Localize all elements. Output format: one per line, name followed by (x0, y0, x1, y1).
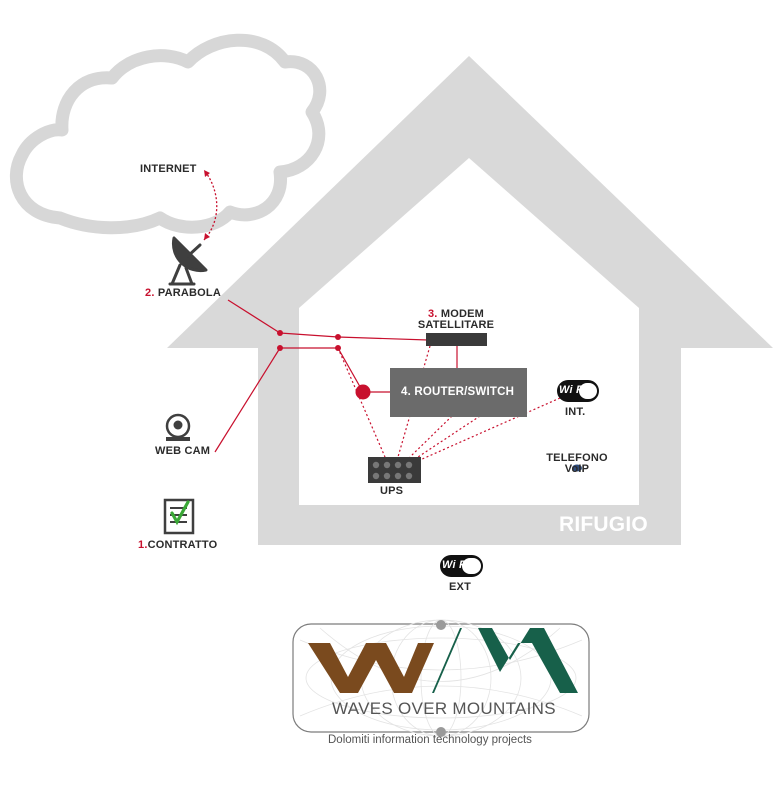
wifi-int-label: INT. (565, 406, 586, 418)
cloud-icon (9, 33, 327, 235)
contract-icon (163, 498, 195, 535)
contract-text: CONTRATTO (147, 539, 218, 551)
junction-dot (335, 345, 341, 351)
router-switch-label: 4. ROUTER/SWITCH (401, 386, 515, 398)
dotted-cabling (337, 345, 561, 461)
modem-text-line2: SATELLITARE (417, 319, 495, 331)
wifi-ext-label: EXT (449, 581, 471, 593)
logo-m-mark (432, 628, 578, 693)
voip-label: TELEFONO VoIP (541, 453, 613, 475)
parabola-step-number: 2. (145, 287, 155, 299)
building-label: RIFUGIO (559, 513, 648, 536)
parabola-text: PARABOLA (157, 287, 221, 299)
logo-panel (292, 619, 590, 737)
wifi-int-logo-text: Wi Fi (559, 384, 587, 396)
satellite-dish-icon (168, 236, 208, 286)
wifi-ext-logo-text: Wi Fi (442, 559, 470, 571)
router-switch-box (390, 368, 527, 417)
modem-device (426, 333, 487, 346)
power-node (355, 384, 371, 400)
junction-dot (335, 334, 341, 340)
internet-label: INTERNET (140, 163, 197, 175)
parabola-label: 2. PARABOLA (145, 288, 221, 299)
phone-icon (572, 464, 582, 472)
ups-icon (368, 457, 421, 483)
internet-link (203, 169, 218, 241)
arrowhead (204, 170, 210, 177)
modem-text-line1: MODEM (440, 308, 484, 320)
voip-line1: TELEFONO (546, 452, 608, 464)
contract-label: 1.CONTRATTO (138, 540, 217, 551)
wifi-icon (440, 555, 483, 577)
logo-w-mark (308, 643, 434, 693)
voip-line2: VoIP (564, 463, 590, 475)
logo-tagline: Dolomiti information technology projects (328, 734, 532, 746)
contract-step-number: 1. (138, 539, 148, 551)
cabling (214, 299, 458, 453)
modem-step-number: 3. (427, 308, 438, 320)
webcam-icon (165, 413, 191, 441)
junction-dot (277, 345, 283, 351)
ups-label: UPS (380, 485, 404, 497)
webcam-label: WEB CAM (155, 445, 211, 457)
modem-label: 3. MODEM SATELLITARE (410, 309, 502, 331)
arrowhead (204, 233, 210, 240)
logo-wordmark: WAVES OVER MOUNTAINS (332, 699, 556, 718)
house-outline (167, 56, 773, 545)
junction-dot (277, 330, 283, 336)
wifi-icon (557, 380, 599, 402)
